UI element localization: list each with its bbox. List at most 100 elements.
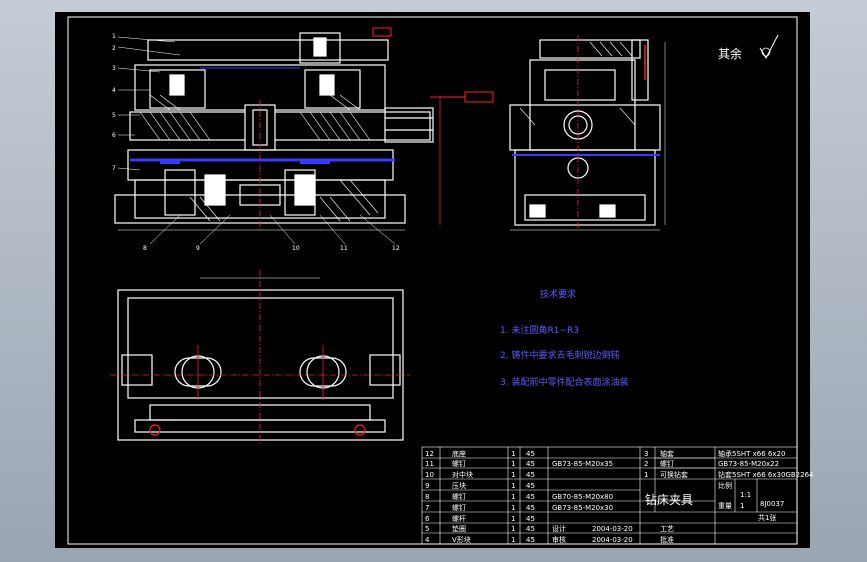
check-label: 审核: [552, 535, 566, 544]
svg-text:45: 45: [526, 525, 535, 533]
svg-text:1: 1: [511, 450, 515, 458]
tech-req-item-3: 3. 装配前中零件配合表面涂油装: [500, 376, 628, 388]
bom-row: 8 螺钉 1 45 GB70-85-M20x80: [425, 492, 613, 501]
svg-text:5: 5: [425, 525, 429, 533]
bom-row: 5 垫圈 1 45: [425, 524, 535, 533]
bom-row: 3 轴套 轴承5SHT x66 6x20: [644, 449, 785, 458]
scale-label: 比例: [718, 481, 732, 490]
svg-text:GB73-85-M20x35: GB73-85-M20x35: [552, 460, 613, 468]
top-view: [117, 289, 404, 441]
svg-text:45: 45: [526, 504, 535, 512]
scale-value: 1:1: [740, 491, 751, 499]
callout-9: 9: [196, 245, 200, 252]
svg-text:1: 1: [511, 536, 515, 544]
bom-row: 4 V形块 1 45: [425, 535, 535, 544]
tech-req-item-1: 1. 未注圆角R1~R3: [500, 324, 579, 336]
svg-text:压块: 压块: [452, 481, 466, 490]
svg-text:1: 1: [511, 515, 515, 523]
svg-text:钻套5SHT x66 6x30GB2264: 钻套5SHT x66 6x30GB2264: [718, 470, 814, 479]
svg-text:6: 6: [425, 515, 430, 523]
bom-right-rows: 3 轴套 轴承5SHT x66 6x20 2 螺钉 GB73-85-M20x22…: [644, 449, 814, 479]
sheet-count: 1: [740, 502, 744, 510]
front-accents: [118, 27, 494, 232]
svg-text:V形块: V形块: [452, 535, 471, 544]
svg-text:45: 45: [526, 450, 535, 458]
approve-label: 批准: [660, 535, 674, 544]
drawing-title: 钻床夹具: [645, 492, 693, 507]
svg-text:轴套: 轴套: [660, 449, 674, 458]
callout-10: 10: [292, 245, 300, 252]
svg-text:1: 1: [511, 460, 515, 468]
top-accents: [110, 270, 410, 445]
callout-leaders: [117, 36, 396, 245]
callout-3: 3: [112, 65, 116, 72]
svg-text:9: 9: [425, 482, 429, 490]
callout-2: 2: [112, 45, 116, 52]
bom-row: 10 对中块 1 45: [425, 470, 535, 479]
svg-text:GB73-85-M20x30: GB73-85-M20x30: [552, 504, 613, 512]
callout-5: 5: [112, 112, 116, 119]
callout-1: 1: [112, 33, 116, 40]
svg-text:对中块: 对中块: [452, 470, 473, 479]
svg-text:1: 1: [511, 525, 515, 533]
bom-row: 11 螺钉 1 45 GB73-85-M20x35: [425, 459, 613, 468]
tech-requirements: 技术要求 1. 未注圆角R1~R3 2. 铸件中要求去毛刺锐边倒钝 3. 装配前…: [500, 288, 628, 388]
bom-row: 6 螺杆 1 45: [425, 514, 535, 523]
svg-text:10: 10: [425, 471, 434, 479]
drawing-number: 8J0037: [760, 500, 784, 508]
finish-note: 其余: [718, 46, 742, 61]
svg-text:垫圈: 垫圈: [452, 524, 466, 533]
design-label: 设计: [552, 524, 566, 533]
svg-text:螺钉: 螺钉: [452, 492, 466, 501]
svg-text:45: 45: [526, 471, 535, 479]
drawing-sheet: [55, 12, 810, 548]
svg-text:12: 12: [425, 450, 434, 458]
date-1: 2004-03-20: [592, 525, 633, 533]
svg-text:1: 1: [511, 504, 515, 512]
bom-row: 7 螺钉 1 45 GB73-85-M20x30: [425, 503, 613, 512]
svg-text:GB73-85-M20x22: GB73-85-M20x22: [718, 460, 779, 468]
svg-text:轴承5SHT x66 6x20: 轴承5SHT x66 6x20: [718, 449, 785, 458]
svg-text:45: 45: [526, 493, 535, 501]
side-view: [509, 39, 661, 226]
callout-7: 7: [112, 165, 116, 172]
tech-req-item-2: 2. 铸件中要求去毛刺锐边倒钝: [500, 349, 619, 361]
callout-8: 8: [143, 245, 147, 252]
finish-symbol: 其余: [718, 34, 779, 61]
svg-text:45: 45: [526, 482, 535, 490]
side-accents: [510, 35, 666, 231]
qty-label: 共1张: [758, 513, 776, 522]
tech-req-heading: 技术要求: [540, 288, 576, 300]
process-label: 工艺: [660, 525, 674, 533]
bom-row: 9 压块 1 45: [425, 481, 535, 490]
svg-text:底座: 底座: [452, 449, 466, 458]
svg-text:2: 2: [644, 460, 648, 468]
svg-text:螺钉: 螺钉: [660, 459, 674, 468]
svg-text:4: 4: [425, 536, 430, 544]
svg-text:1: 1: [644, 471, 648, 479]
callout-6: 6: [112, 132, 116, 139]
bom-row: 1 可换钻套 钻套5SHT x66 6x30GB2264: [644, 470, 814, 479]
date-2: 2004-03-20: [592, 536, 633, 544]
top-plate: [147, 39, 389, 61]
callout-numbers: 1 2 3 4 5 6 7 8 9 10 11 12: [112, 33, 400, 252]
svg-text:螺钉: 螺钉: [452, 459, 466, 468]
svg-text:45: 45: [526, 460, 535, 468]
callout-4: 4: [112, 87, 116, 94]
svg-text:7: 7: [425, 504, 429, 512]
svg-text:45: 45: [526, 536, 535, 544]
side-hatch: [519, 41, 636, 126]
svg-text:1: 1: [511, 482, 515, 490]
callout-11: 11: [340, 245, 348, 252]
svg-text:8: 8: [425, 493, 429, 501]
svg-text:螺钉: 螺钉: [452, 503, 466, 512]
bom-table: [421, 446, 798, 545]
svg-text:45: 45: [526, 515, 535, 523]
front-view: [114, 32, 434, 224]
weight-label: 重量: [718, 502, 732, 510]
svg-text:螺杆: 螺杆: [452, 514, 466, 523]
callout-12: 12: [392, 245, 400, 252]
svg-text:可换钻套: 可换钻套: [660, 470, 688, 479]
bom-row: 12 底座 1 45: [425, 449, 535, 458]
